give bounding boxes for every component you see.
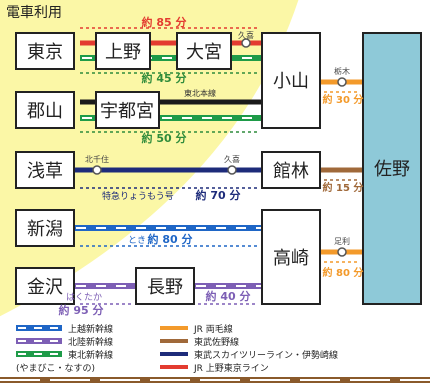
- legend-label-tohoku: 東北新幹線: [68, 349, 113, 361]
- line-label-hakutaka: はくたか: [66, 292, 102, 303]
- time-tatebayashi-sano: 約 15 分: [323, 181, 364, 194]
- legend-label-ueno-tokyo: JR 上野東京ライン: [193, 362, 269, 374]
- station-sano: 佐野: [374, 159, 410, 180]
- line-label-ryomo-express: 特急りょうもう号: [102, 190, 174, 202]
- legend-label-tohoku-note: (やまびこ・なすの): [16, 363, 95, 374]
- small-station-tochigi: 栃木: [334, 66, 350, 76]
- small-station-kuki-mid: 久喜: [224, 154, 240, 164]
- station-niigata: 新潟: [27, 219, 63, 240]
- station-box-omiya: [176, 32, 232, 70]
- time-nagano: 約 40 分: [206, 289, 251, 303]
- legend-label-hokuriku: 北陸新幹線: [68, 336, 113, 348]
- station-oyama: 小山: [273, 71, 309, 92]
- legend-swatch-ueno-tokyo: [160, 365, 188, 369]
- small-station-kitasenju: 北千住: [85, 154, 109, 164]
- legend-label-tobu: 東武スカイツリーライン・伊勢崎線: [194, 349, 338, 361]
- station-koriyama: 郡山: [27, 101, 63, 122]
- kuki-top-dot: [241, 38, 251, 48]
- legend-swatch-sano: [160, 339, 188, 343]
- time-asakusa: 約 70 分: [196, 188, 241, 202]
- legend-swatch-ryomo: [160, 326, 188, 330]
- line-label-tohoku-main: 東北本線: [184, 88, 216, 98]
- station-takasaki: 高崎: [273, 248, 309, 269]
- station-omiya: 大宮: [186, 42, 222, 63]
- time-takasaki-sano: 約 80 分: [323, 266, 364, 279]
- time-koriyama: 約 50 分: [142, 131, 187, 145]
- legend-label-joetsu: 上越新幹線: [68, 323, 113, 335]
- legend-swatch-tobu: [160, 352, 188, 356]
- station-box-asakusa: [15, 151, 75, 189]
- bottom-stripe: [0, 377, 430, 383]
- station-box-nagano: [135, 267, 195, 305]
- legend-label-ryomo: JR 両毛線: [193, 323, 233, 335]
- station-box-utsunomiya: [95, 91, 160, 129]
- legend-swatch-tohoku: [16, 351, 62, 357]
- station-box-tatebayashi: [261, 151, 321, 189]
- station-box-kanazawa: [15, 267, 75, 305]
- station-tokyo: 東京: [27, 42, 63, 63]
- ashikaga-dot: [337, 247, 347, 257]
- station-box-niigata: [15, 209, 75, 247]
- time-kanazawa: 約 95 分: [59, 303, 104, 317]
- legend-swatch-hokuriku: [16, 338, 62, 344]
- station-box-oyama: [261, 32, 321, 129]
- time-arrows: [80, 27, 359, 305]
- station-box-takasaki: [261, 209, 321, 305]
- small-station-ashikaga: 足利: [334, 236, 350, 246]
- station-tatebayashi: 館林: [273, 161, 309, 182]
- station-asakusa: 浅草: [27, 161, 63, 182]
- station-nagano: 長野: [147, 277, 183, 298]
- legend: 上越新幹線 北陸新幹線 東北新幹線 (やまびこ・なすの) JR 両毛線 東武佐野…: [16, 323, 338, 374]
- legend-swatch-joetsu: [16, 325, 62, 331]
- time-oyama-sano: 約 30 分: [323, 93, 364, 106]
- station-box-koriyama: [15, 91, 75, 129]
- tochigi-dot: [337, 77, 347, 87]
- station-utsunomiya: 宇都宮: [100, 101, 154, 122]
- station-kanazawa: 金沢: [27, 277, 63, 298]
- small-station-kuki-top: 久喜: [238, 30, 254, 40]
- line-label-toki: とき: [128, 235, 146, 246]
- heading-label: 電車利用: [6, 4, 62, 21]
- time-tokyo-jr: 約 85 分: [142, 15, 187, 29]
- station-box-tokyo: [15, 32, 75, 70]
- kitasenju-dot: [92, 165, 102, 175]
- station-box-sano: [362, 32, 422, 305]
- station-box-ueno: [95, 32, 151, 70]
- time-tokyo-shinkansen: 約 45 分: [142, 71, 187, 85]
- kuki-mid-dot: [227, 165, 237, 175]
- legend-label-sano: 東武佐野線: [194, 336, 239, 348]
- station-ueno: 上野: [105, 42, 141, 63]
- time-niigata: 約 80 分: [148, 232, 193, 246]
